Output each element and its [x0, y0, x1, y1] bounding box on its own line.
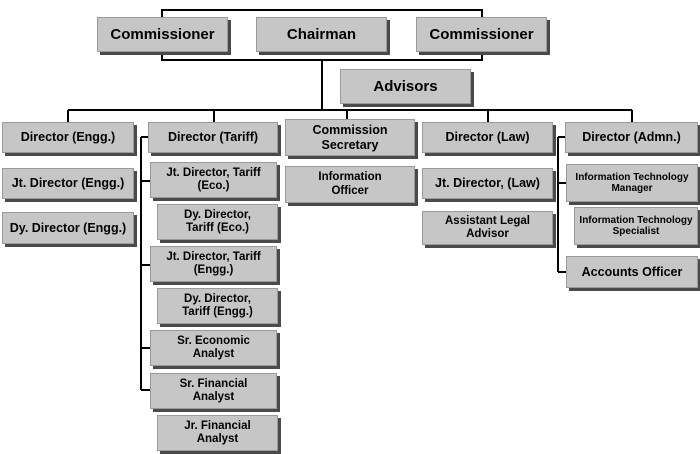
- jt-director-tariff-engg-box: Jt. Director, Tariff (Engg.): [150, 246, 277, 282]
- director-law-box: Director (Law): [422, 122, 553, 153]
- advisors-box: Advisors: [340, 69, 471, 104]
- it-manager-box: Information Technology Manager: [566, 164, 698, 202]
- director-tariff-box: Director (Tariff): [148, 122, 278, 153]
- dy-director-tariff-eco-box: Dy. Director, Tariff (Eco.): [157, 204, 278, 240]
- director-engg-box: Director (Engg.): [2, 122, 134, 153]
- sr-financial-analyst-box: Sr. Financial Analyst: [150, 373, 277, 409]
- commissioner-right-box: Commissioner: [416, 17, 547, 52]
- jt-director-tariff-eco-box: Jt. Director, Tariff (Eco.): [150, 162, 277, 198]
- chairman-box: Chairman: [256, 17, 387, 52]
- information-officer-box: Information Officer: [285, 166, 415, 203]
- director-admn-box: Director (Admn.): [565, 122, 698, 153]
- jt-director-engg-box: Jt. Director (Engg.): [2, 168, 134, 199]
- accounts-officer-box: Accounts Officer: [566, 256, 698, 288]
- jr-financial-analyst-box: Jr. Financial Analyst: [157, 415, 278, 451]
- commissioner-left-box: Commissioner: [97, 17, 228, 52]
- dy-director-tariff-engg-box: Dy. Director, Tariff (Engg.): [157, 288, 278, 324]
- jt-director-law-box: Jt. Director, (Law): [422, 168, 553, 199]
- assistant-legal-advisor-box: Assistant Legal Advisor: [422, 211, 553, 245]
- dy-director-engg-box: Dy. Director (Engg.): [2, 212, 134, 244]
- it-specialist-box: Information Technology Specialist: [574, 207, 698, 245]
- commission-secretary-box: Commission Secretary: [285, 119, 415, 156]
- sr-economic-analyst-box: Sr. Economic Analyst: [150, 330, 277, 366]
